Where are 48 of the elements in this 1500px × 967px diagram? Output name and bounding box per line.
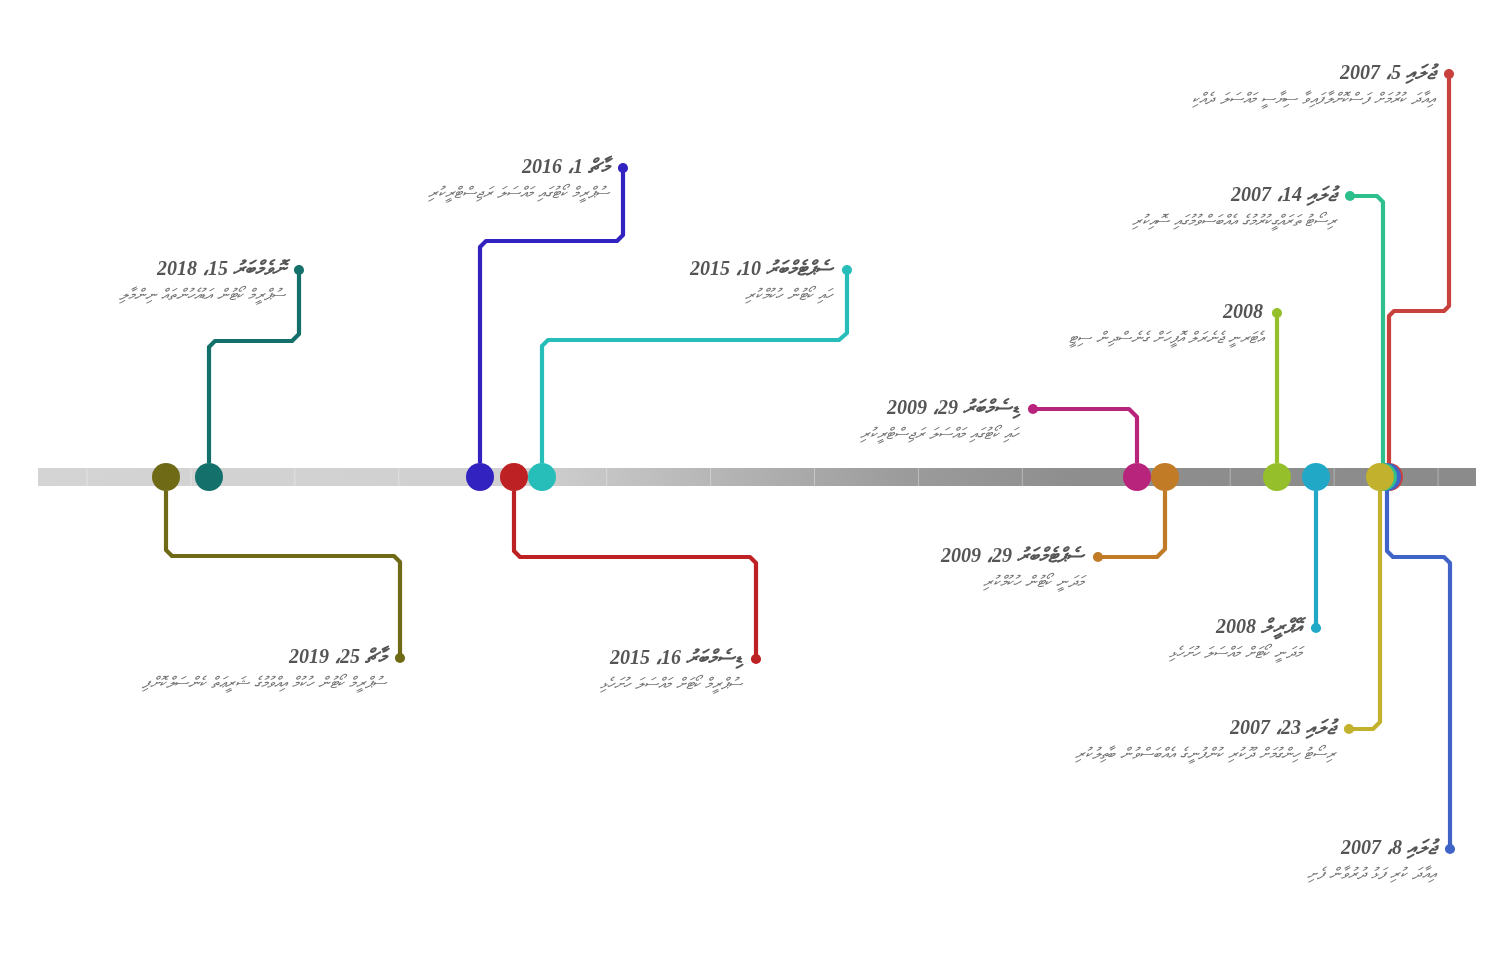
connector-line	[1310, 491, 1322, 634]
timeline-marker	[1263, 463, 1291, 491]
event-description: ސުޕްރީމް ކޯޓުގައި މައްސަލަ ރަޖިސްޓްރީކުރި	[427, 182, 611, 205]
event-date: މާޗް 1، 2016	[522, 153, 617, 179]
timeline-marker	[466, 463, 494, 491]
event-description: މަދަނީ ކޯޓަށް މައްސަލަ ހުށަހެޅި	[1168, 639, 1310, 667]
connector-line	[539, 264, 853, 463]
connector-line	[511, 491, 762, 665]
event-date: ޖުލައި 8، 2007	[1341, 834, 1444, 860]
connector-line	[163, 491, 406, 664]
connector-line	[206, 264, 305, 463]
event-description: އެޓަރނީ ޖެނެރަލް އޮފީހަށް ގެނެސްދިން ސިޓީ	[1068, 327, 1266, 350]
event-description: ރިސޯޓު ތަރައްގީކުރުމުގެ އެއްބަސްވުމުގައި ސޮއިކުރި	[1131, 210, 1339, 233]
event-date: އޭޕްރީލް 2008	[1216, 613, 1310, 639]
connector-line	[1384, 491, 1456, 855]
event-date: ޖުލައި 14، 2007	[1231, 181, 1344, 207]
event-date: ޖުލައި 23، 2007	[1230, 714, 1343, 740]
connector-line	[1027, 403, 1140, 463]
event-description: އިއާދަ ކުރި ފަޅު ދުރުވާން ފެށި	[1306, 863, 1438, 885]
timeline-marker	[1151, 463, 1179, 491]
event-description: ސުޕްރީމް ކޯޓުން އަޑުއެހުންތައް ނިންމާލި	[118, 284, 287, 307]
event-date: ޖުލައި 5، 2007	[1340, 59, 1443, 85]
timeline-marker	[1123, 463, 1151, 491]
timeline-marker	[1302, 463, 1330, 491]
connector-line	[477, 162, 629, 463]
event-description: ހައި ކޯޓުން ހުކުމްކުރި	[744, 284, 835, 306]
event-description: ސުޕްރީމް ކޯޓަށް މައްސަލަ ހުށަހެޅި	[599, 673, 744, 696]
timeline-marker	[528, 463, 556, 491]
event-description: މަދަނީ ކޯޓުން ހުކުމްކުރި	[982, 568, 1092, 596]
event-date: ޑިސެމްބަރު 29، 2009	[887, 395, 1022, 420]
connector-line	[1343, 491, 1383, 735]
event-date: ސެޕްޓެމްބަރު 29، 2009	[941, 543, 1087, 568]
timeline-marker	[152, 463, 180, 491]
event-date: 2008	[1223, 299, 1264, 324]
event-date: ޑިސެމްބަރު 16، 2015	[610, 645, 745, 670]
event-date: ސެޕްޓެމްބަރު 10، 2015	[690, 256, 836, 281]
connector-line	[1344, 190, 1386, 463]
timeline-marker	[195, 463, 223, 491]
connector-line	[1386, 68, 1455, 463]
connector-line	[1271, 307, 1283, 463]
event-description: ހައި ކޯޓުގައި މައްސަލަ ރަޖިސްޓްރީކުރި	[859, 423, 1021, 446]
event-description: ސުޕްރީމް ކޯޓުން ހުކުމް އިއްވުމުގެ ޝަރީޢަތް ކެންސަލްކޮށްފި	[141, 672, 388, 695]
event-date: ނޮވެމްބަރު 15، 2018	[157, 255, 293, 281]
event-description: އިއާދަ ކުރުމަށް ފަސްކޮށްލާފައިވާ ސިޔާސީ މައްސަލަ ދެއްކި	[1191, 88, 1437, 111]
timeline-marker	[500, 463, 528, 491]
connector-line	[1092, 491, 1168, 563]
event-description: ރިސޯޓު ހިންގުމަށް ދޫކުރި ކުންފުނީގެ އެއްބަސްވުން ބާތިލުކުރި	[1074, 743, 1338, 766]
event-date: މާޗް 25، 2019	[289, 643, 394, 669]
